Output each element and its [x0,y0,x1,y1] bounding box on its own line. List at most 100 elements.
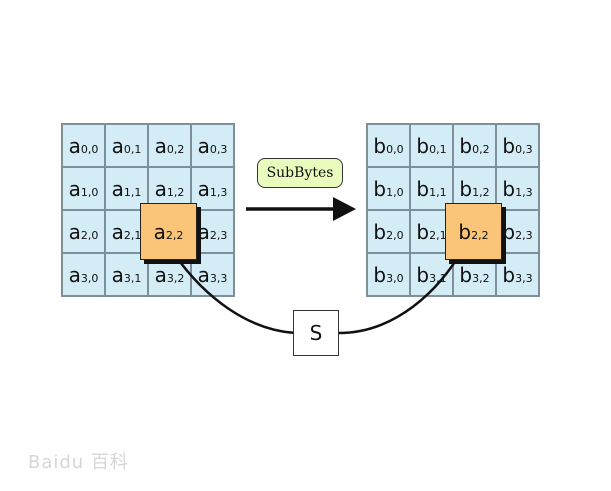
matrix-b-cell-index: 1,0 [386,186,404,199]
matrix-b-cell-letter: b [459,133,473,158]
matrix-a-cell-letter: a [197,219,210,244]
matrix-a-cell-index: 1,3 [209,186,228,199]
matrix-b-cell-index: 0,3 [515,143,533,156]
highlighted-cell-b-index: 2,2 [471,229,489,242]
matrix-b-cell-index: 2,1 [429,229,447,242]
matrix-b-cell-letter: b [373,176,387,201]
matrix-b-cell-index: 0,2 [472,143,490,156]
matrix-a-cell-letter: a [68,133,81,158]
matrix-a-cell-index: 0,1 [123,143,142,156]
sbox-box: S [293,310,339,356]
matrix-b-cell-letter: b [502,133,516,158]
matrix-a-cell-index: 3,2 [166,272,185,285]
baidu-watermark: Baidu 百科 [28,452,129,473]
highlighted-cell-a-letter: a [153,219,166,244]
matrix-b-cell-letter: b [502,176,516,201]
matrix-b-cell-index: 1,1 [429,186,447,199]
matrix-b-cell-letter: b [373,133,387,158]
matrix-a-cell-index: 3,3 [209,272,228,285]
matrix-a-cell-letter: a [154,133,167,158]
matrix-a-cell-letter: a [68,176,81,201]
matrix-b-cell-index: 1,3 [515,186,533,199]
matrix-a-cell-index: 1,1 [123,186,142,199]
matrix-b-cell-index: 3,3 [515,272,533,285]
matrix-a-cell-index: 2,0 [80,229,99,242]
matrix-a-cell-letter: a [154,176,167,201]
matrix-b-cell-index: 1,2 [472,186,490,199]
matrix-a-cell-letter: a [111,133,124,158]
matrix-a-cell-letter: a [197,176,210,201]
matrix-b-cell-letter: b [373,262,387,287]
matrix-a-cell-index: 3,1 [123,272,142,285]
matrix-b-cell-letter: b [502,219,516,244]
subbytes-label: SubBytes [257,158,343,188]
matrix-a-cell-letter: a [111,219,124,244]
matrix-a-cell-letter: a [111,176,124,201]
matrix-a-cell-index: 0,3 [209,143,228,156]
sbox-curve-arrow [168,248,462,335]
matrix-b-cell-index: 3,1 [429,272,447,285]
matrix-a-cell-letter: a [154,262,167,287]
matrix-a-cell-index: 1,0 [80,186,99,199]
matrix-a-cell-index: 1,2 [166,186,185,199]
matrix-b-cell-index: 3,2 [472,272,490,285]
matrix-a-cell-index: 2,1 [123,229,142,242]
matrix-b-cell-letter: b [373,219,387,244]
matrix-b-cell-index: 3,0 [386,272,404,285]
matrix-a-cell-index: 2,3 [209,229,228,242]
matrix-b-cell-letter: b [416,219,430,244]
transform-arrow-head [333,197,356,221]
matrix-b-cell-letter: b [459,176,473,201]
matrix-b-cell-letter: b [459,262,473,287]
matrix-b-cell-index: 0,1 [429,143,447,156]
matrix-a-cell-letter: a [197,133,210,158]
matrix-b-cell-index: 2,0 [386,229,404,242]
matrix-a-cell-letter: a [68,262,81,287]
matrix-a-cell-index: 0,2 [166,143,185,156]
matrix-b-cell-index: 0,0 [386,143,404,156]
matrix-b-cell-index: 2,3 [515,229,533,242]
matrix-a-cell-index: 0,0 [80,143,99,156]
matrix-a-cell-index: 3,0 [80,272,99,285]
highlighted-cell-a-index: 2,2 [165,229,184,242]
matrix-b-cell-letter: b [502,262,516,287]
matrix-b-cell-letter: b [416,262,430,287]
matrix-b-cell-letter: b [416,133,430,158]
matrix-a-cell-letter: a [111,262,124,287]
matrix-a-cell-letter: a [68,219,81,244]
matrix-a-cell-letter: a [197,262,210,287]
highlighted-cell-b-letter: b [458,219,472,244]
matrix-b-cell-letter: b [416,176,430,201]
